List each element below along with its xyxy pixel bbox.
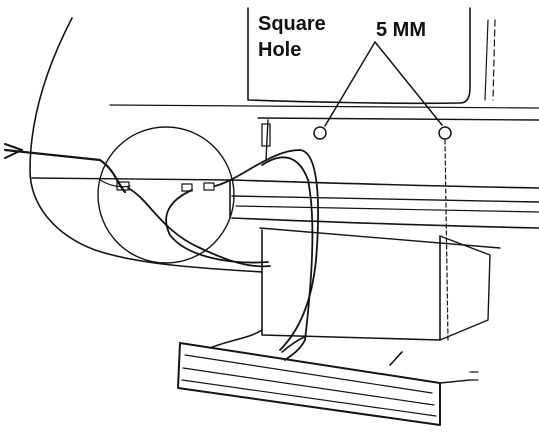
- plate-light-wires: [209, 329, 403, 366]
- detail-circle: [97, 126, 235, 264]
- bumper-body: [29, 17, 539, 273]
- square-hole-label-line2: Hole: [258, 39, 301, 61]
- left-screw-icon: [313, 126, 327, 140]
- screw-holes: [313, 126, 452, 341]
- mount-bracket: [261, 229, 491, 341]
- wire-lead-left: [3, 143, 127, 194]
- bumper-bar: [229, 179, 539, 249]
- square-hole-label-line1: Square: [258, 13, 326, 35]
- license-plate: [177, 342, 479, 426]
- screw-leader-lines: [324, 41, 443, 127]
- right-screw-icon: [438, 126, 452, 140]
- screw-size-label: 5 MM: [376, 19, 426, 41]
- wire-harness: [127, 149, 319, 361]
- vehicle-panel: [247, 7, 539, 161]
